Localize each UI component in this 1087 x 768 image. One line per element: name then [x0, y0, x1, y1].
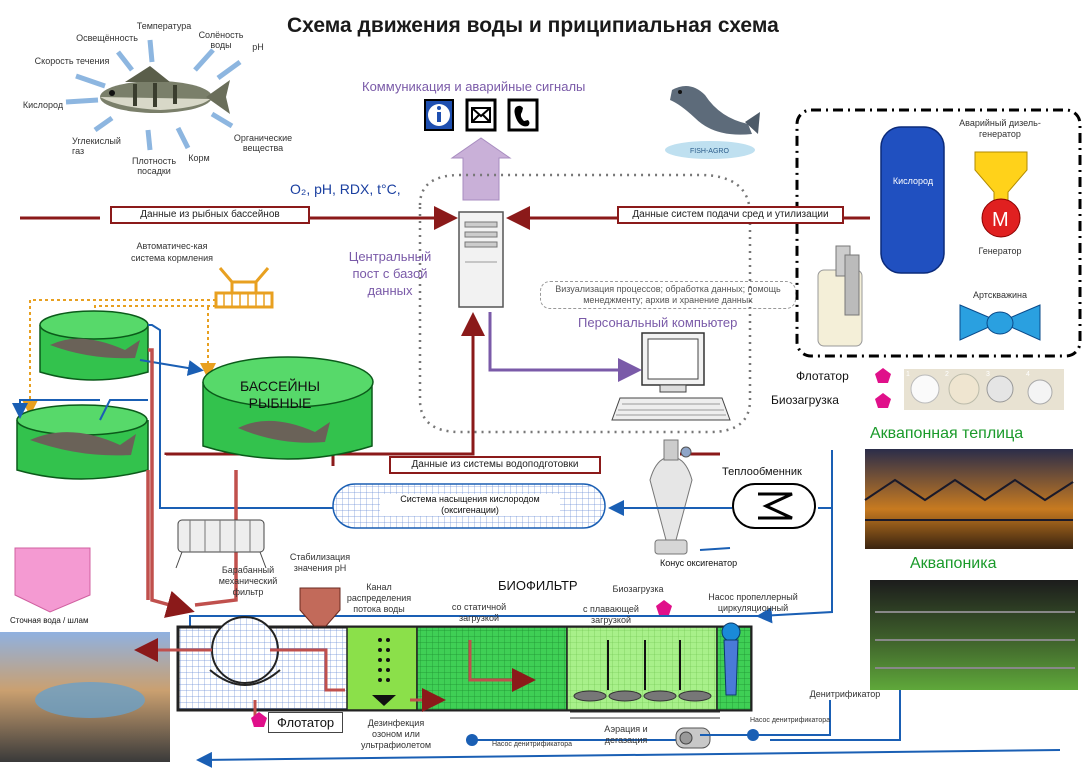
aquaponics-photo — [870, 580, 1078, 690]
cone-label: Конус оксигенатор — [660, 558, 738, 568]
heat-exchanger-label: Теплообменник — [722, 466, 802, 478]
svg-text:M: M — [992, 209, 1009, 231]
pc-monitor-icon — [611, 332, 731, 421]
fish-pool-large — [202, 356, 374, 460]
denitrif-pump-1 — [466, 734, 478, 746]
feeding-system-label: Автоматичес-кая система кормления — [130, 241, 214, 263]
legend-flotator: Флотатор — [796, 369, 849, 383]
factor-density: Плотность посадки — [131, 156, 177, 176]
comm-icons — [424, 98, 539, 132]
generator-label: Генератор — [978, 246, 1022, 256]
oxygen-cylinder — [880, 126, 945, 274]
generator-icon — [974, 151, 1028, 238]
denitrif-pump-2-label: Насос денитрификатора — [749, 717, 831, 724]
svg-text:FISH-AGRO: FISH-AGRO — [690, 148, 729, 155]
data-from-pools: Данные из рыбных бассейнов — [110, 206, 310, 224]
generator-title: Аварийный дизель-генератор — [959, 118, 1041, 139]
page-title: Схема движения воды и приципиальная схем… — [287, 14, 779, 37]
channel-label: Канал распределения потока воды — [346, 582, 412, 614]
factor-ph: pH — [252, 42, 264, 52]
bioload-title: Биозагрузка — [612, 584, 664, 594]
drum-filter — [211, 616, 279, 684]
aeration-blower-icon — [675, 727, 711, 749]
comm-arrow — [450, 137, 512, 201]
heat-exchanger-icon — [732, 483, 816, 529]
well-label: Артскважина — [973, 290, 1027, 300]
ph-dosing-funnel — [299, 587, 341, 627]
zander-fish-icon — [100, 66, 230, 114]
data-from-supply: Данные систем подачи сред и утилизации — [617, 206, 844, 224]
data-from-treatment: Данные из системы водоподготовки — [389, 456, 601, 474]
oxygenation-label: Система насыщения кислородом (оксигенаци… — [380, 494, 560, 516]
propeller-pump-icon — [721, 622, 741, 696]
factor-temperature: Температура — [136, 21, 192, 31]
communications-label: Коммуникация и аварийные сигналы — [362, 79, 586, 94]
disinfection-label: Дезинфекция озоном или ультрафиолетом — [360, 718, 432, 750]
factor-flow-speed: Скорость течения — [34, 56, 110, 66]
catfish-logo-icon: FISH-AGRO — [665, 86, 760, 159]
valve-icon — [959, 304, 1041, 341]
wastewater-tank — [14, 547, 91, 613]
factor-oxygen: Кислород — [22, 100, 64, 110]
ph-stab-label: Стабилизация значения pH — [289, 552, 351, 573]
biofilter-label: БИОФИЛЬТР — [498, 578, 578, 593]
pc-functions-label: Визуализация процессов; обработка данных… — [540, 281, 796, 309]
sturgeon-icon — [30, 338, 330, 456]
bio-media-number-2: 2 — [945, 371, 949, 378]
fish-factor-arrows — [65, 39, 242, 151]
pump-propeller-label: Насос пропеллерный циркуляционный — [708, 592, 798, 613]
cone-oxygenator-icon — [649, 439, 693, 555]
bio-media-number-3: 3 — [986, 371, 990, 378]
flotator-box-label: Флотатор — [268, 712, 344, 733]
flotator-device-icon — [817, 245, 863, 347]
denitrif-pump-1-label: Насос денитрификатора — [491, 741, 573, 748]
sensors-label: O₂, pH, RDX, t°C, — [290, 181, 401, 197]
pools-label: БАССЕЙНЫ РЫБНЫЕ — [239, 378, 321, 411]
aquaponics-label: Аквапоника — [910, 555, 997, 572]
factor-organics: Органические вещества — [233, 133, 293, 153]
factor-feed: Корм — [188, 153, 210, 163]
backup-systems-box — [795, 108, 1082, 358]
factor-illumination: Освещённость — [76, 33, 138, 43]
wastewater-label: Сточная вода / шлам — [10, 616, 89, 625]
factor-co2: Углекислый газ — [72, 136, 121, 156]
greenhouse-photo — [865, 449, 1073, 549]
drum-filter-machine-icon — [175, 519, 267, 569]
greenhouse-label: Аквапонная теплица — [870, 425, 1024, 442]
denitrificator-label: Денитрификатор — [809, 689, 881, 699]
floating-load-label: с плавающей загрузкой — [583, 604, 639, 625]
pc-tower-icon — [458, 211, 504, 308]
pc-label: Персональный компьютер — [578, 315, 738, 330]
static-load-label: со статичной загрузкой — [451, 602, 507, 623]
factor-salinity: Солёность воды — [198, 30, 244, 50]
pentagon-markers — [251, 368, 891, 727]
central-post-label: Центральный пост с базой данных — [348, 249, 432, 298]
feeding-hopper-icon — [214, 267, 274, 309]
drum-filter-label: Барабанный механический фильтр — [218, 565, 278, 597]
aeration-label: Аэрация и дегазация — [604, 724, 648, 745]
bio-media-number-4: 4 — [1026, 371, 1030, 378]
oxygen-cylinder-label: Кислород — [892, 176, 934, 186]
legend-bioload: Биозагрузка — [771, 393, 839, 407]
bio-media-number-1: 1 — [906, 371, 910, 378]
